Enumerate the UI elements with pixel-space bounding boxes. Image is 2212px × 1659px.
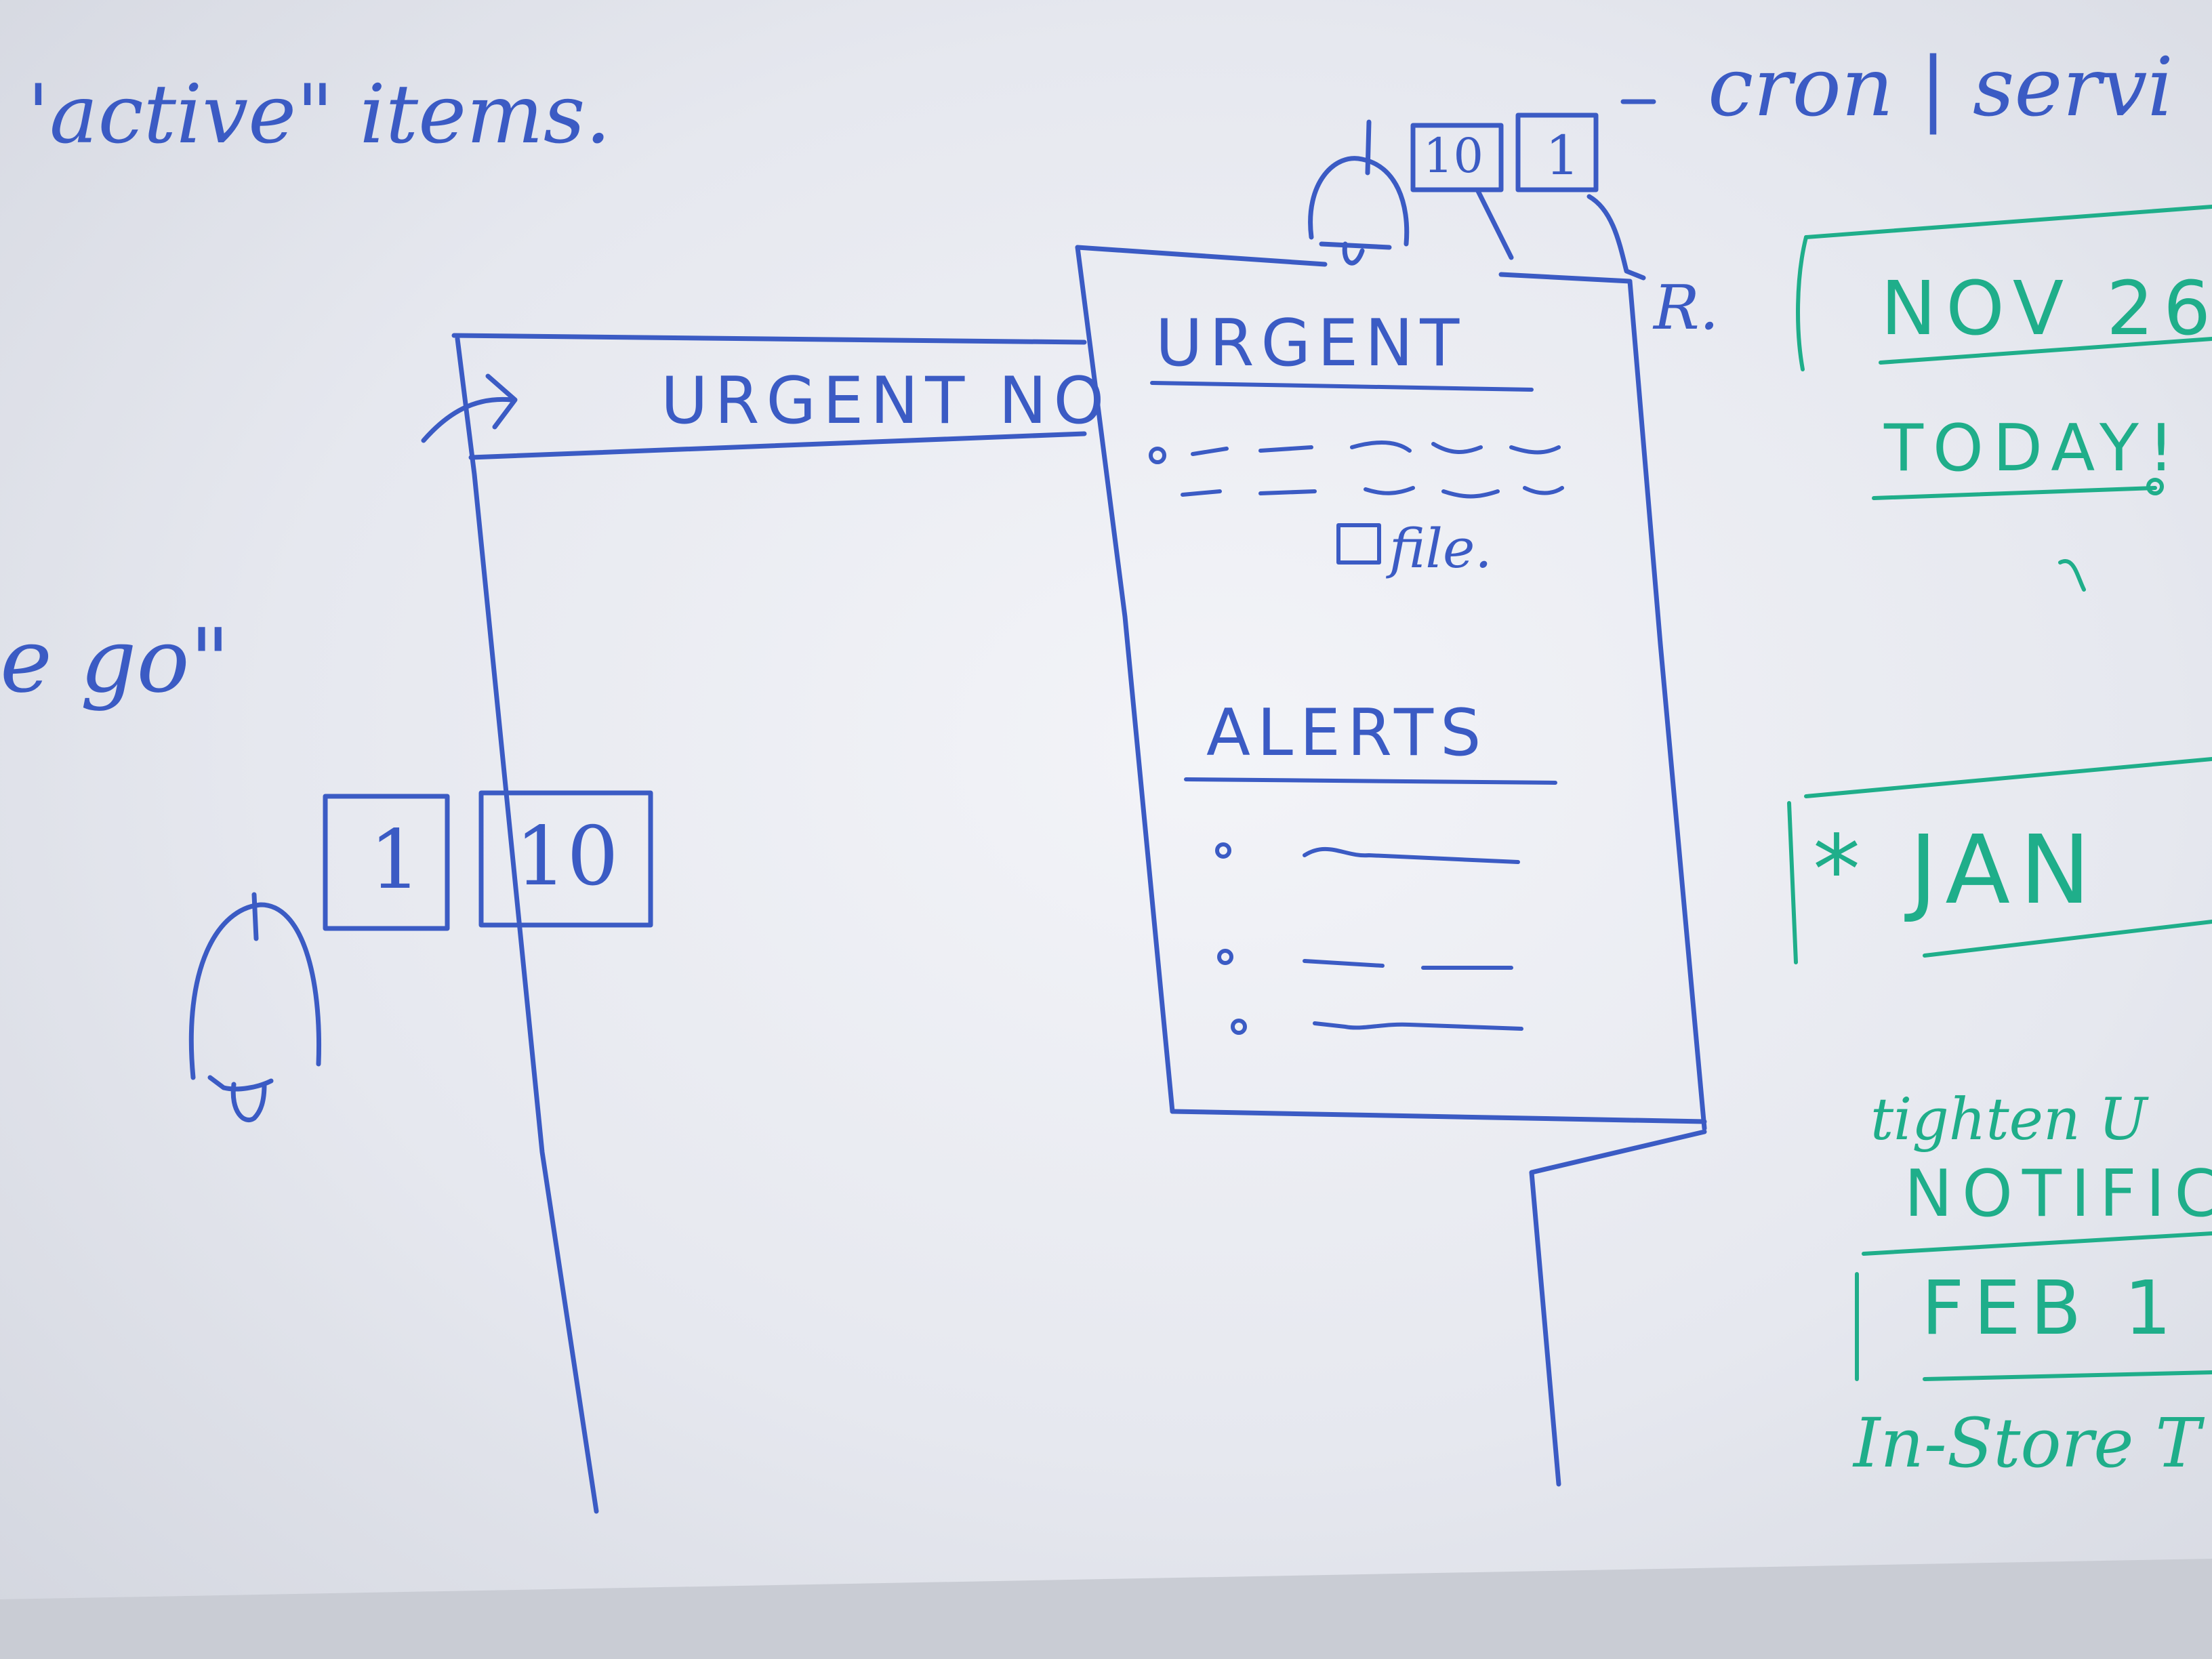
tighten-text: tighten U bbox=[1870, 1086, 2148, 1153]
board-frame bbox=[0, 1559, 2212, 1659]
alert-item-lines bbox=[1215, 842, 1523, 1035]
alerts-underline bbox=[1184, 777, 1557, 785]
today-label: TODAY! bbox=[1884, 411, 2184, 486]
date-jan: * JAN bbox=[1813, 815, 2100, 926]
bullet-icon bbox=[1215, 842, 1231, 859]
bullet-icon bbox=[1149, 447, 1166, 464]
urgent-item-lines bbox=[1149, 441, 1564, 565]
badge-count-1-top: 1 bbox=[1545, 124, 1580, 187]
date-nov-26: NOV 26 bbox=[1881, 265, 2212, 352]
date-feb: FEB 1 bbox=[1921, 1265, 2182, 1351]
green-notes bbox=[1787, 205, 2212, 1381]
bullet-icon bbox=[1231, 1019, 1247, 1035]
r-label: R. bbox=[1654, 272, 1719, 344]
bullet-icon bbox=[1217, 949, 1233, 965]
badge-count-10-left: 10 bbox=[515, 810, 619, 904]
dropdown-panel-frame bbox=[1075, 245, 1707, 1487]
badge-10-box bbox=[478, 790, 653, 928]
urgent-section-title: URGENT bbox=[1155, 306, 1467, 381]
badges-top bbox=[1410, 99, 1656, 281]
bell-icon-top bbox=[1308, 119, 1410, 266]
urgent-underline bbox=[1150, 381, 1534, 392]
badge-count-10-top: 10 bbox=[1423, 128, 1484, 184]
notifications-text: NOTIFICA bbox=[1904, 1157, 2212, 1231]
cron-service-text: cron | servi bbox=[1708, 41, 2173, 135]
file-label: file. bbox=[1389, 517, 1492, 580]
bell-icon-left bbox=[188, 892, 322, 1122]
badge-1-box bbox=[323, 794, 450, 931]
active-items-text: 'active" items. bbox=[27, 68, 611, 162]
arrow-icon bbox=[421, 373, 518, 443]
alerts-section-title: ALERTS bbox=[1206, 696, 1488, 771]
go-text: e go" bbox=[0, 609, 230, 712]
badge-count-1-left: 1 bbox=[369, 813, 422, 907]
urgent-notifications-header: URGENT NO bbox=[661, 364, 1111, 438]
in-store-text: In-Store T bbox=[1853, 1404, 2201, 1483]
badges-left bbox=[323, 790, 653, 931]
checkbox-icon bbox=[1336, 523, 1381, 565]
